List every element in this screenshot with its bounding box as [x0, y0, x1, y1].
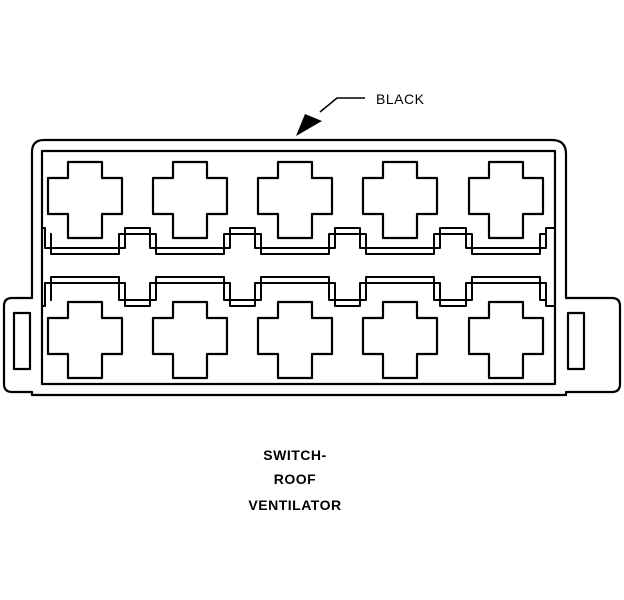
caption-line-1: SWITCH- — [263, 447, 327, 463]
color-callout-leader — [296, 97, 365, 136]
right-latch-slot — [566, 311, 586, 371]
keying-rib — [42, 227, 555, 249]
connector-color-label: BLACK — [376, 91, 425, 107]
terminal-cavity — [151, 160, 229, 240]
terminal-cavity — [256, 160, 334, 240]
keying-rib — [42, 282, 555, 307]
keying-rib — [50, 276, 547, 301]
terminal-cavity — [467, 300, 545, 380]
caption-line-3: VENTILATOR — [248, 497, 342, 513]
terminal-cavity — [361, 160, 439, 240]
left-latch-slot — [12, 311, 32, 371]
terminal-cavity — [46, 160, 124, 240]
connector-housing-outline — [2, 138, 622, 397]
terminal-cavity — [151, 300, 229, 380]
terminal-cavity — [46, 300, 124, 380]
terminal-cavity — [467, 160, 545, 240]
terminal-cavity — [256, 300, 334, 380]
connector-inner-wall — [40, 149, 557, 386]
callout-arrowhead — [296, 114, 322, 136]
keying-rib — [50, 233, 547, 255]
terminal-cavity — [361, 300, 439, 380]
caption-line-2: ROOF — [273, 471, 317, 487]
